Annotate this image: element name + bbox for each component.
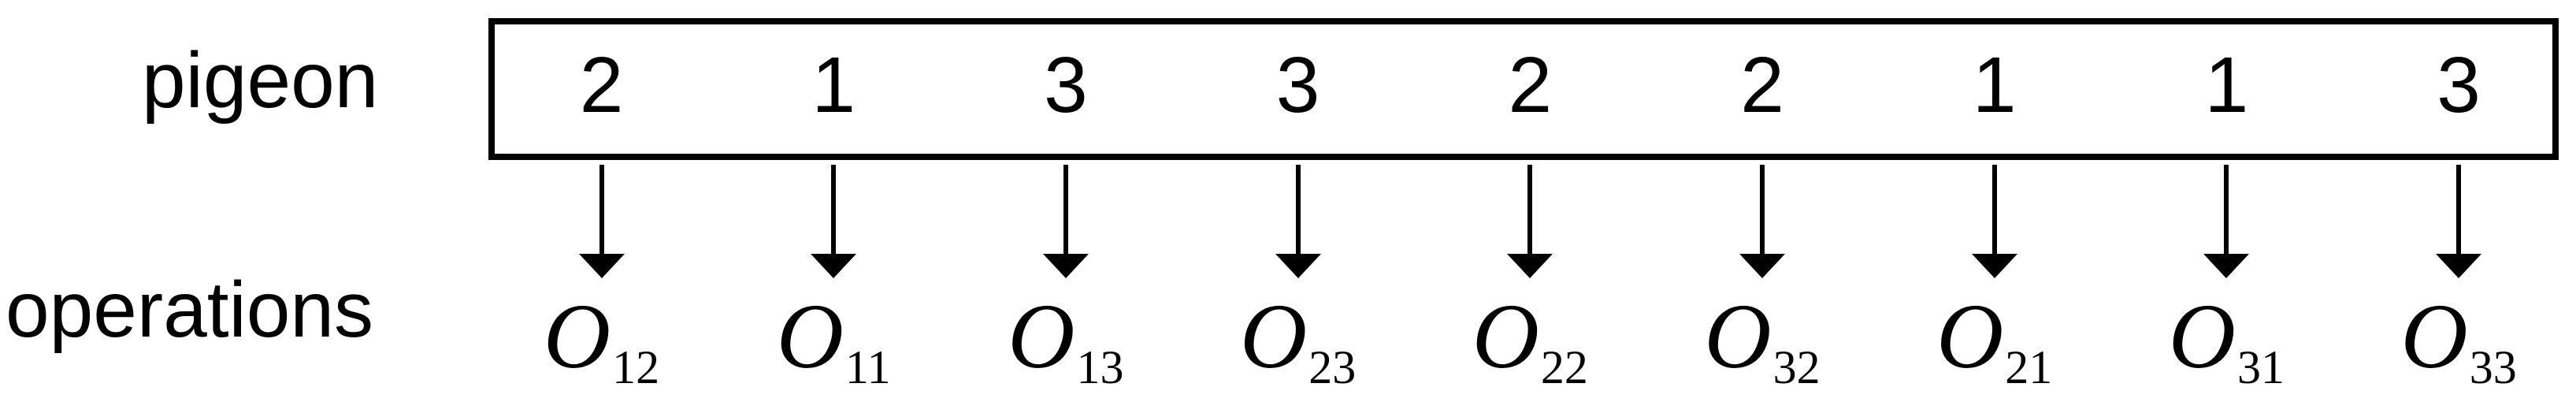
operation-subscript: 13 <box>1076 341 1124 393</box>
operation-symbol: O <box>776 285 844 388</box>
arrow-head <box>578 254 625 278</box>
arrow-down-icon <box>2436 165 2482 278</box>
arrow-head <box>2203 254 2250 278</box>
arrow-head <box>1507 254 1553 278</box>
operation-symbol: O <box>1472 285 1539 388</box>
arrow-shaft <box>1527 165 1533 254</box>
operation-label: O32 <box>1704 290 1820 392</box>
operation-subscript: 31 <box>2237 341 2285 393</box>
arrow-head <box>1971 254 2017 278</box>
pigeon-value: 1 <box>811 41 856 129</box>
arrow-shaft <box>1991 165 1997 254</box>
pigeon-value: 2 <box>1740 41 1784 129</box>
pigeon-value: 1 <box>2204 41 2249 129</box>
operation-label: O31 <box>2169 290 2285 392</box>
arrow-shaft <box>1760 165 1765 254</box>
pigeon-value: 3 <box>1044 41 1088 129</box>
operation-label: O12 <box>544 290 659 392</box>
arrow-down-icon <box>1971 165 2017 278</box>
operation-subscript: 22 <box>1540 341 1588 393</box>
operation-symbol: O <box>1239 285 1308 388</box>
arrow-head <box>1042 254 1089 278</box>
arrow-down-icon <box>1042 165 1089 278</box>
operation-label: O21 <box>1936 290 2052 392</box>
operation-symbol: O <box>543 285 611 388</box>
operation-subscript: 33 <box>2469 341 2517 393</box>
operation-subscript: 21 <box>2005 341 2053 393</box>
arrow-head <box>1275 254 1321 278</box>
arrow-shaft <box>831 165 837 254</box>
arrow-head <box>1739 254 1785 278</box>
operation-label: O11 <box>777 290 891 392</box>
arrow-shaft <box>2456 165 2462 254</box>
operation-subscript: 12 <box>612 341 660 393</box>
operation-symbol: O <box>2168 285 2236 388</box>
arrow-down-icon <box>1507 165 1553 278</box>
arrow-head <box>811 254 857 278</box>
operations-row-label: operations <box>6 266 373 354</box>
operation-symbol: O <box>1704 285 1772 388</box>
pigeon-value: 3 <box>2437 41 2481 129</box>
pigeon-value: 2 <box>579 41 624 129</box>
operation-subscript: 32 <box>1772 341 1821 393</box>
operation-label: O13 <box>1008 290 1123 392</box>
operation-label: O23 <box>1240 290 1356 392</box>
arrow-shaft <box>1063 165 1068 254</box>
arrow-head <box>2436 254 2482 278</box>
arrow-shaft <box>2224 165 2229 254</box>
arrow-down-icon <box>1739 165 1785 278</box>
operation-symbol: O <box>1008 285 1075 388</box>
arrow-down-icon <box>811 165 857 278</box>
arrow-down-icon <box>1275 165 1321 278</box>
operation-label: O33 <box>2400 290 2516 392</box>
operation-subscript: 11 <box>844 341 891 393</box>
arrow-shaft <box>1295 165 1301 254</box>
operation-subscript: 23 <box>1308 341 1357 393</box>
pigeon-sequence-box <box>488 18 2559 160</box>
pigeon-value: 1 <box>1972 41 2017 129</box>
operation-symbol: O <box>2400 285 2468 388</box>
arrow-down-icon <box>578 165 625 278</box>
operation-symbol: O <box>1936 285 2004 388</box>
arrow-shaft <box>599 165 604 254</box>
operation-label: O22 <box>1472 290 1588 392</box>
pigeon-value: 2 <box>1508 41 1553 129</box>
arrow-down-icon <box>2203 165 2250 278</box>
pigeon-row-label: pigeon <box>142 36 379 125</box>
pigeon-value: 3 <box>1275 41 1320 129</box>
